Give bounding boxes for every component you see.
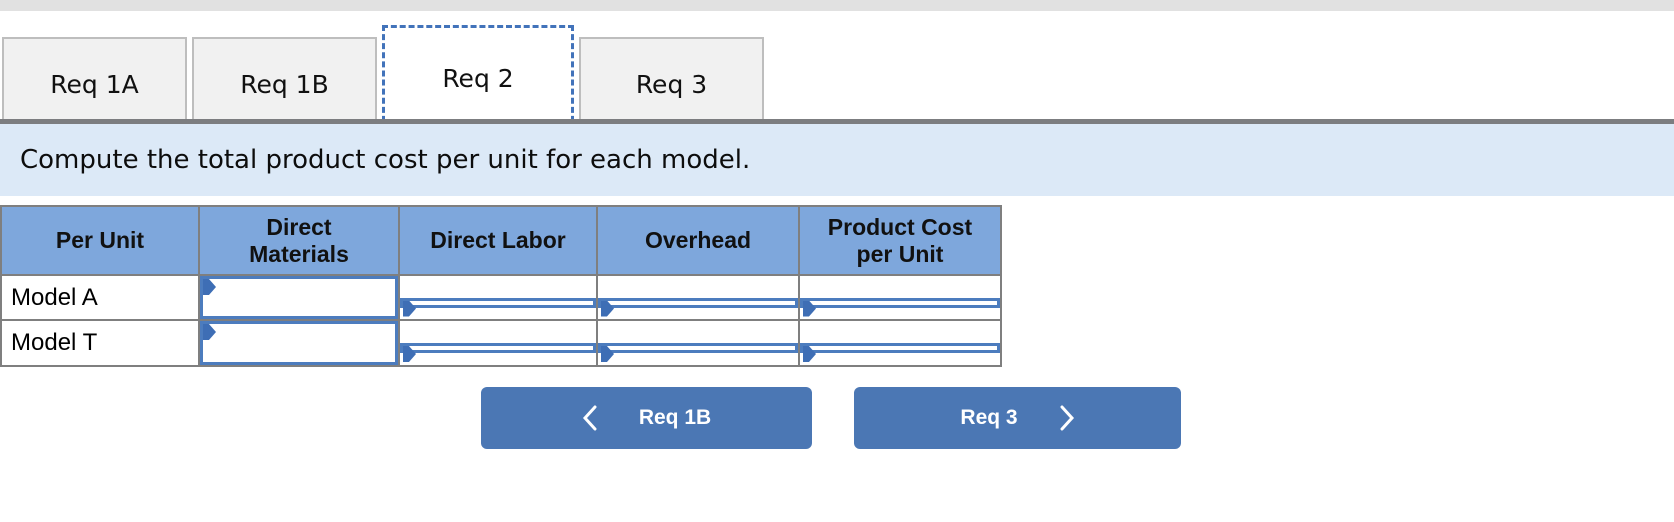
product-cost-table: Per Unit Direct Materials Direct Labor O… bbox=[0, 205, 1002, 367]
col-header-direct-materials: Direct Materials bbox=[198, 205, 400, 276]
instruction-banner: Compute the total product cost per unit … bbox=[0, 124, 1674, 196]
chevron-left-icon bbox=[582, 405, 597, 431]
cell-model-t-direct-materials bbox=[198, 319, 400, 367]
row-label-model-a: Model A bbox=[0, 274, 200, 321]
requirement-tabs: Req 1A Req 1B Req 2 Req 3 bbox=[2, 25, 764, 131]
tab-req-3[interactable]: Req 3 bbox=[579, 37, 764, 131]
input-model-a-direct-materials[interactable] bbox=[200, 276, 398, 319]
top-gray-bar bbox=[0, 0, 1674, 11]
cell-model-t-product-cost bbox=[798, 319, 1002, 367]
instruction-text: Compute the total product cost per unit … bbox=[20, 145, 751, 175]
tab-req-2-active[interactable]: Req 2 bbox=[382, 25, 574, 131]
input-model-t-direct-labor[interactable] bbox=[400, 343, 596, 353]
cell-model-a-direct-materials bbox=[198, 274, 400, 321]
col-header-direct-labor: Direct Labor bbox=[398, 205, 598, 276]
cell-model-a-product-cost bbox=[798, 274, 1002, 321]
col-header-overhead: Overhead bbox=[596, 205, 800, 276]
input-model-a-direct-labor[interactable] bbox=[400, 297, 596, 308]
prev-button-label: Req 1B bbox=[638, 406, 712, 429]
col-header-per-unit: Per Unit bbox=[0, 205, 200, 276]
input-model-t-direct-materials[interactable] bbox=[200, 321, 398, 365]
chevron-right-icon bbox=[1060, 405, 1074, 431]
table-row-model-t: Model T bbox=[0, 319, 1002, 367]
table-header-row: Per Unit Direct Materials Direct Labor O… bbox=[0, 205, 1002, 276]
next-requirement-button[interactable]: Req 3 bbox=[854, 387, 1181, 449]
tab-req-1a[interactable]: Req 1A bbox=[2, 37, 187, 131]
input-model-a-product-cost[interactable] bbox=[800, 297, 1000, 308]
input-model-a-overhead[interactable] bbox=[598, 297, 798, 308]
row-label-model-t: Model T bbox=[0, 319, 200, 367]
next-button-label: Req 3 bbox=[960, 406, 1018, 429]
cell-model-t-direct-labor bbox=[398, 319, 598, 367]
prev-requirement-button[interactable]: Req 1B bbox=[481, 387, 812, 449]
tab-req-1b[interactable]: Req 1B bbox=[192, 37, 377, 131]
table-row-model-a: Model A bbox=[0, 274, 1002, 321]
col-header-product-cost-per-unit: Product Cost per Unit bbox=[798, 205, 1002, 276]
cell-model-a-overhead bbox=[596, 274, 800, 321]
input-model-t-overhead[interactable] bbox=[598, 343, 798, 353]
cell-model-t-overhead bbox=[596, 319, 800, 367]
cell-model-a-direct-labor bbox=[398, 274, 598, 321]
section-divider bbox=[0, 119, 1674, 124]
input-model-t-product-cost[interactable] bbox=[800, 343, 1000, 353]
